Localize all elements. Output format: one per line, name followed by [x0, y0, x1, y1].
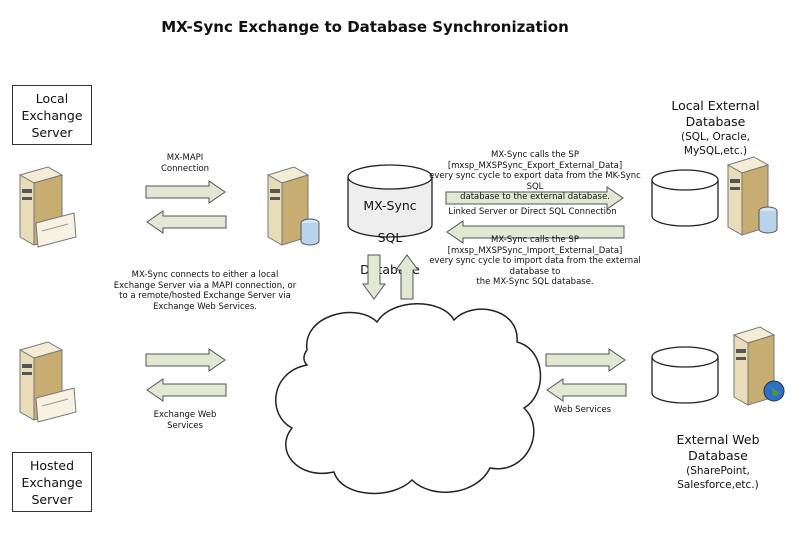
local-external-database-server-icon	[726, 156, 778, 236]
mx-sync-connects-note: MX-Sync connects to either a local Excha…	[113, 270, 297, 312]
diagram-title: MX-Sync Exchange to Database Synchroniza…	[161, 18, 569, 36]
external-web-database-subtitle: (SharePoint, Salesforce,etc.)	[677, 465, 759, 491]
export-right-arrow	[445, 186, 624, 210]
sql-database-line1: MX-Sync	[363, 198, 417, 213]
mx-sync-sql-database-icon	[347, 164, 433, 238]
external-web-database-icon	[651, 346, 719, 404]
import-sp-note: MX-Sync calls the SP [mxsp_MXSPSync_Impo…	[429, 235, 641, 287]
local-external-database-title: Local External Database	[671, 98, 760, 129]
external-web-database-server-icon	[732, 326, 785, 406]
local-external-database-icon	[651, 169, 719, 227]
exchange-web-services-label: Exchange Web Services	[153, 410, 217, 431]
ews-left-arrow	[146, 378, 227, 402]
web-services-left-arrow	[546, 378, 627, 402]
web-services-label: Web Services	[553, 405, 612, 415]
mapi-left-arrow	[146, 210, 227, 234]
ews-right-arrow	[145, 348, 226, 372]
import-left-arrow	[446, 220, 625, 244]
sql-database-line2: SQL	[377, 230, 403, 245]
web-services-right-arrow	[545, 348, 626, 372]
mx-sync-server-icon	[266, 166, 320, 246]
hosted-exchange-server-icon	[18, 341, 77, 423]
local-exchange-server-icon	[18, 166, 77, 248]
mapi-right-arrow	[145, 180, 226, 204]
linked-server-label: Linked Server or Direct SQL Connection	[448, 207, 617, 217]
sql-up-arrow	[395, 254, 419, 300]
mapi-connection-label: MX-MAPI Connection	[160, 153, 210, 174]
hosted-exchange-server-label: Hosted Exchange Server	[12, 452, 92, 512]
export-sp-note: MX-Sync calls the SP [mxsp_MXSPSync_Expo…	[429, 150, 641, 202]
local-exchange-server-label: Local Exchange Server	[12, 85, 92, 145]
local-external-database-subtitle: (SQL, Oracle, MySQL,etc.)	[680, 131, 751, 157]
internet-cloud-icon	[275, 303, 542, 495]
external-web-database-title: External Web Database	[676, 432, 760, 463]
sql-down-arrow	[362, 254, 386, 300]
